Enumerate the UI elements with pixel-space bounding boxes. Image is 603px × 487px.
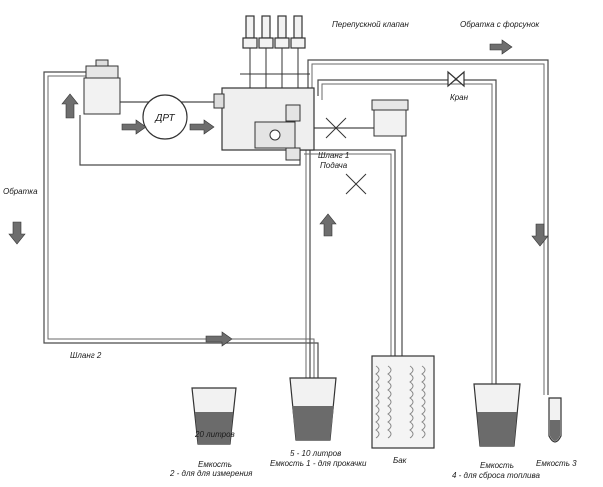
container-2-volume-label: 20 литров (194, 430, 235, 439)
arrow-right-icon (189, 119, 215, 135)
fuel-filter-left (83, 59, 121, 115)
injectors (240, 15, 310, 90)
hose-1-cross-mark (325, 117, 347, 139)
drt-label: ДРТ (154, 113, 175, 124)
tank-label: Бак (393, 456, 408, 465)
arrow-up-icon (319, 213, 337, 237)
container-1 (289, 377, 337, 441)
injector-1 (242, 15, 258, 90)
hose-2-label: Шланг 2 (70, 351, 102, 360)
hose-1-label: Шланг 1 (318, 151, 349, 160)
container-2 (191, 387, 237, 445)
injection-pump (213, 87, 315, 161)
container-4-desc-label: 4 - для сброса топлива (452, 471, 540, 480)
container-4-name-label: Емкость (480, 461, 514, 470)
return-injectors-label: Обратка с форсунок (460, 20, 540, 29)
injector-4 (290, 15, 306, 90)
arrow-right-icon (121, 119, 147, 135)
valve-icon (447, 70, 465, 88)
injector-3 (274, 15, 290, 90)
container-3-label: Емкость 3 (536, 459, 577, 468)
container-2-desc-label: 2 - для для измерения (169, 469, 253, 478)
arrow-up-icon (61, 93, 79, 119)
bypass-valve-label: Перепускной клапан (332, 20, 409, 29)
container-1-desc-label: Емкость 1 - для прокачки (270, 459, 367, 468)
valve-label: Кран (450, 93, 469, 102)
injector-2 (258, 15, 274, 90)
return-left-label: Обратка (3, 187, 38, 196)
flow-arrows (8, 39, 549, 347)
container-2-name-label: Емкость (198, 460, 232, 469)
container-1-volume-label: 5 - 10 литров (290, 449, 341, 458)
drt-pump: ДРТ (142, 94, 188, 140)
container-4 (473, 383, 521, 447)
arrow-down-icon (8, 221, 26, 245)
arrow-right-icon (205, 331, 233, 347)
fuel-filter-right (371, 99, 409, 137)
arrow-down-icon (531, 223, 549, 247)
tank (371, 355, 435, 449)
arrow-right-icon (489, 39, 513, 55)
hose-2-cross-mark (345, 173, 367, 195)
supply-label: Подача (320, 161, 348, 170)
container-3 (548, 397, 562, 443)
